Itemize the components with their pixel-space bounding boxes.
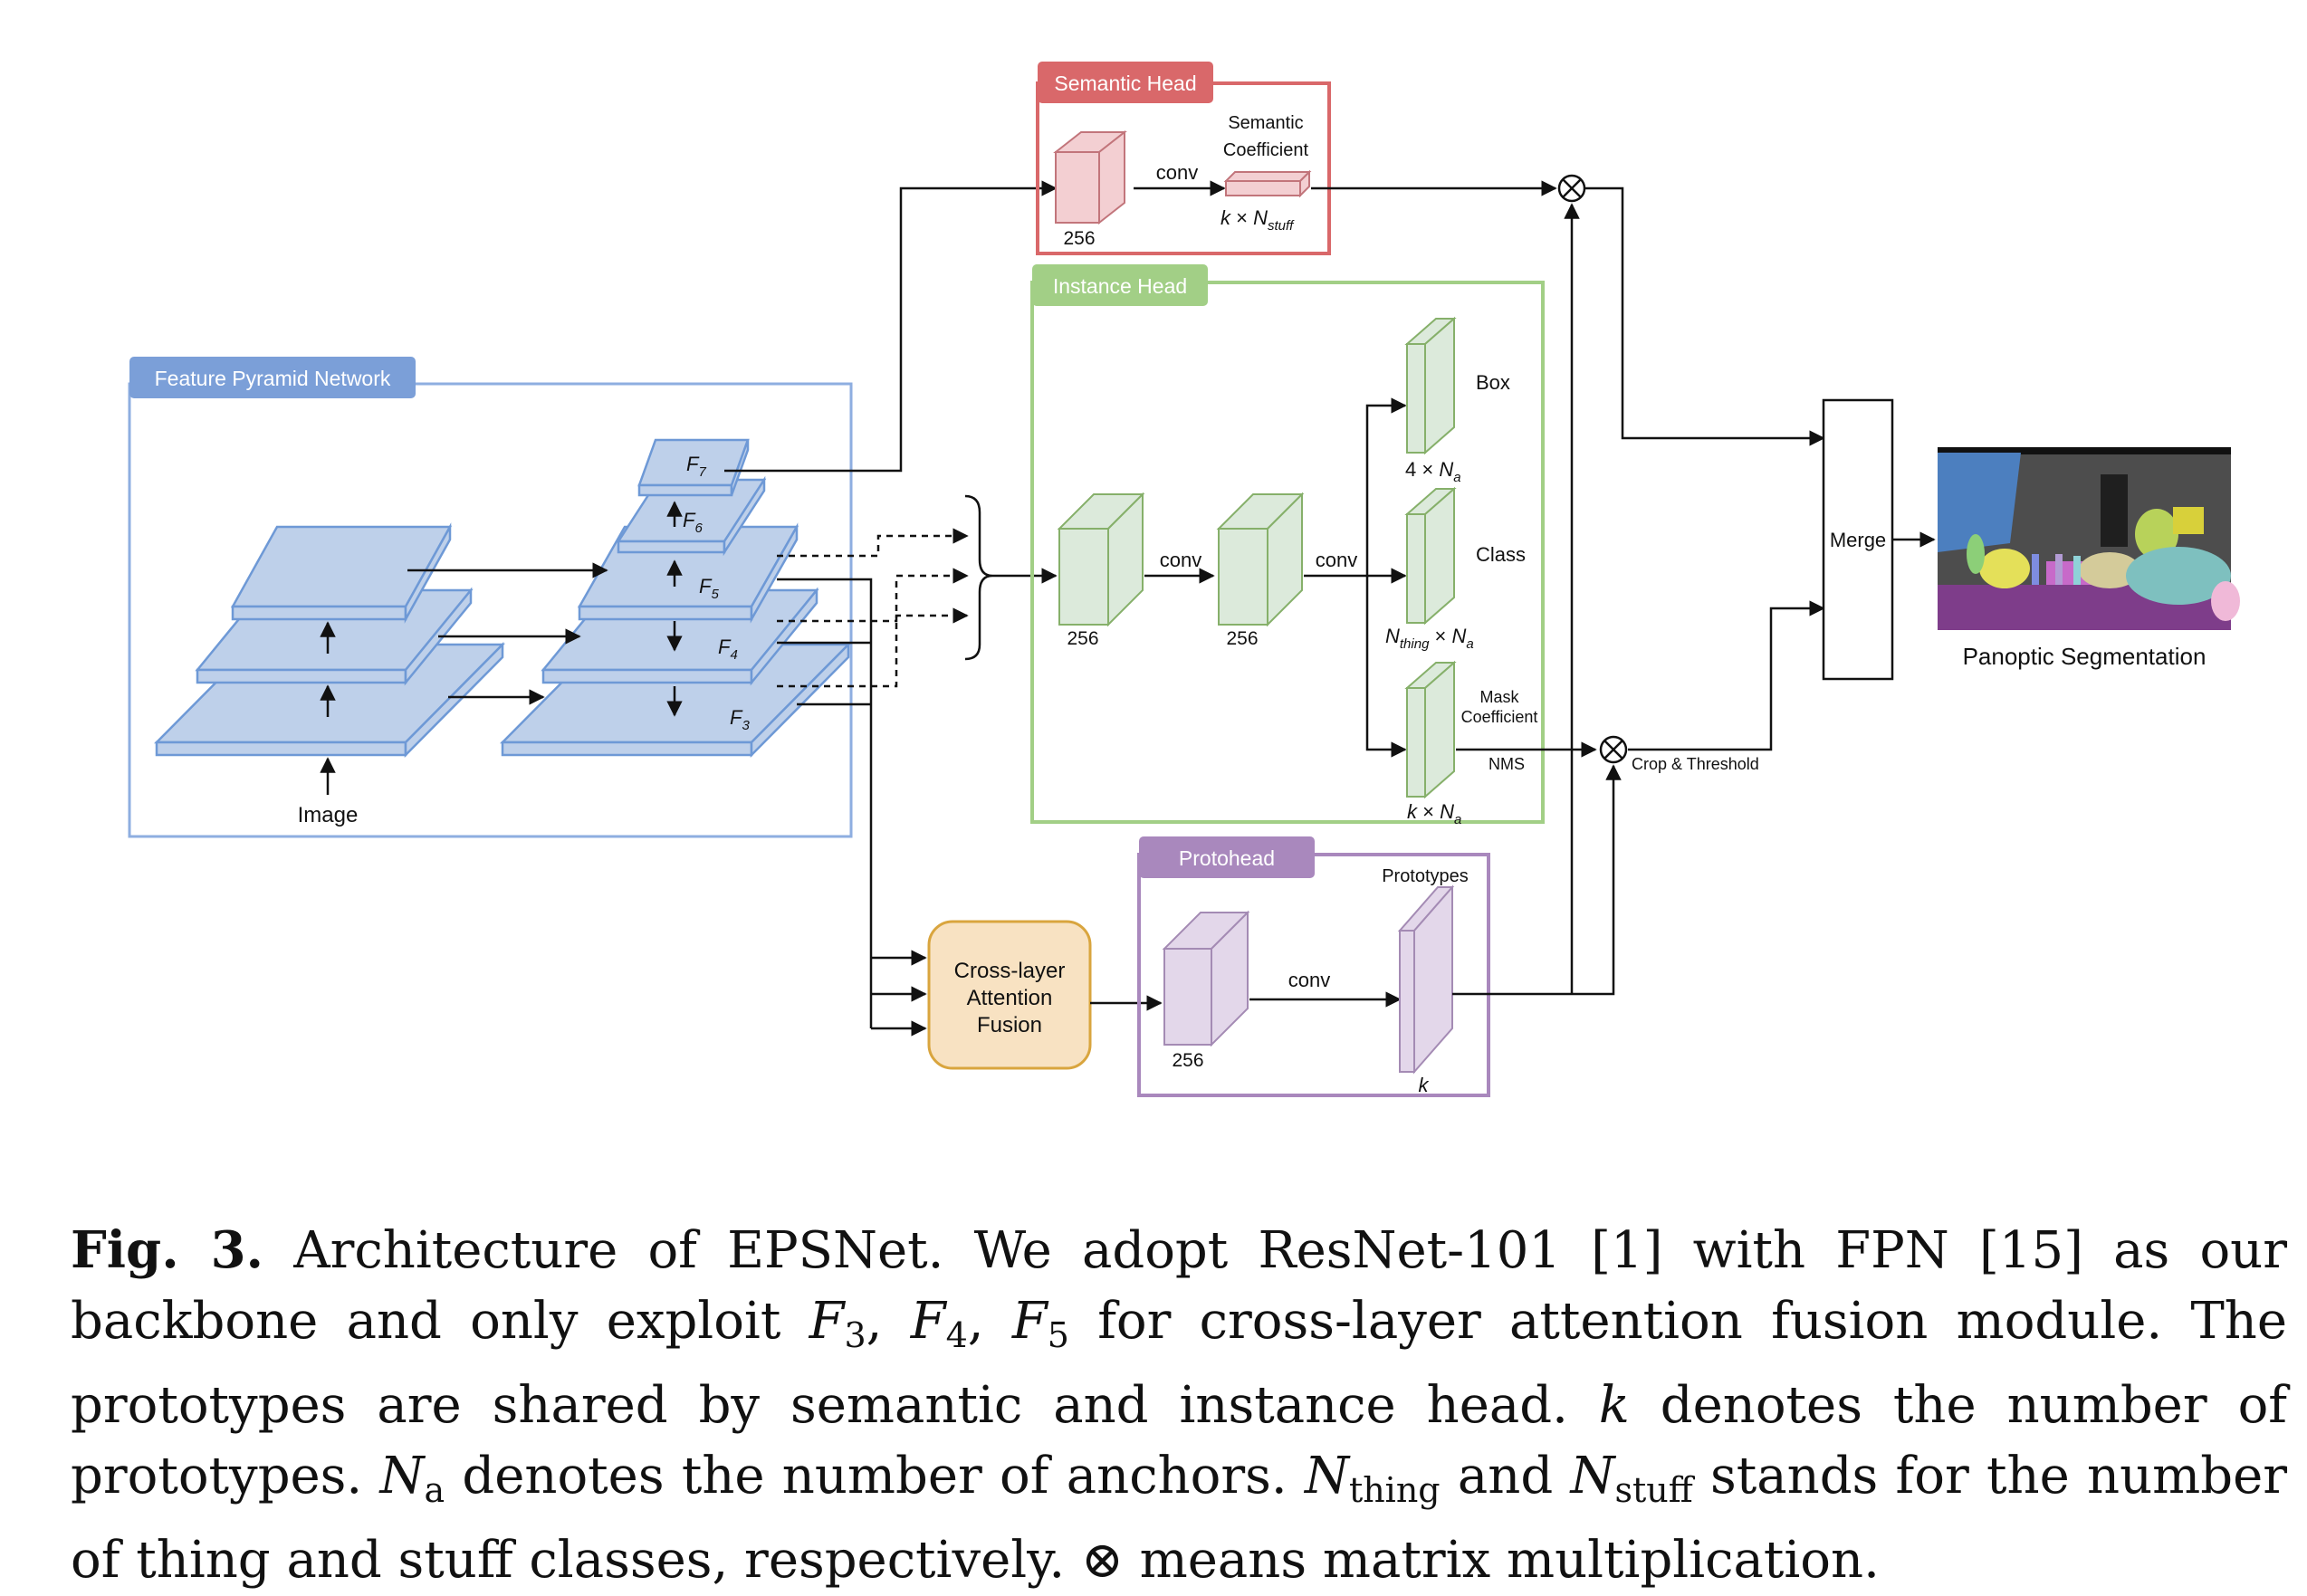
caption-label: Fig. 3. — [71, 1220, 264, 1280]
instance-channels-a: 256 — [1067, 628, 1098, 649]
matmul-op-bottom — [1599, 735, 1628, 764]
instance-head: Instance Head 256 256 conv conv — [1030, 264, 1545, 827]
mask-dim: k × Na — [1407, 800, 1461, 827]
output-label: Panoptic Segmentation — [1963, 643, 2206, 670]
instance-channels-b: 256 — [1226, 628, 1258, 649]
semantic-coef-line1: Semantic — [1228, 113, 1303, 133]
class-label: Class — [1476, 543, 1526, 566]
figure-caption: Fig. 3. Architecture of EPSNet. We adopt… — [71, 1215, 2287, 1596]
semantic-head: Semantic Head 256 conv Semantic Coeffici… — [1036, 62, 1331, 255]
pyramid-stack — [500, 438, 851, 759]
semantic-channels: 256 — [1063, 228, 1095, 249]
level-f7: F7 — [686, 453, 706, 480]
caption-text: Architecture of EPSNet. We adopt ResNet-… — [71, 1221, 2288, 1590]
level-f4: F4 — [718, 636, 738, 663]
instance-conv-b: conv — [1316, 549, 1357, 571]
panoptic-output-image — [1938, 447, 2240, 630]
semantic-coef-line2: Coefficient — [1223, 140, 1309, 160]
box-dim: 4 × Na — [1405, 458, 1461, 485]
proto-channels: 256 — [1172, 1050, 1203, 1071]
matmul-op-top — [1557, 174, 1586, 203]
level-f3: F3 — [730, 706, 750, 733]
backbone-stack — [154, 522, 505, 759]
mask-coef-line1: Mask — [1479, 688, 1519, 706]
proto-dim: k — [1419, 1074, 1430, 1096]
merge-label: Merge — [1830, 529, 1886, 551]
merge-block: Merge — [1822, 398, 1894, 681]
mask-coef-line2: Coefficient — [1461, 708, 1538, 726]
protohead: Protohead 256 conv Prototypes k — [1137, 836, 1490, 1097]
proto-conv: conv — [1288, 969, 1330, 991]
protohead-title: Protohead — [1179, 846, 1275, 870]
fpn-connections — [724, 180, 1058, 1037]
fpn-block: Feature Pyramid Network Image — [128, 357, 853, 838]
image-label: Image — [298, 803, 359, 827]
level-f6: F6 — [683, 509, 703, 536]
instance-head-title: Instance Head — [1053, 274, 1187, 298]
instance-conv-a: conv — [1160, 549, 1201, 571]
prototypes-label: Prototypes — [1382, 866, 1469, 886]
fusion-block: Cross-layer Attention Fusion — [927, 920, 1092, 1070]
box-label: Box — [1476, 371, 1510, 394]
level-f5: F5 — [699, 575, 719, 602]
semantic-head-title: Semantic Head — [1054, 72, 1196, 95]
semantic-coef-dim: k × Nstuff — [1221, 206, 1295, 234]
fusion-line1: Cross-layer — [954, 959, 1066, 983]
semantic-conv: conv — [1156, 161, 1198, 184]
post-connections — [1311, 180, 1936, 996]
fusion-line3: Fusion — [977, 1013, 1042, 1037]
fpn-title: Feature Pyramid Network — [155, 367, 391, 390]
fusion-line2: Attention — [967, 986, 1053, 1010]
class-dim: Nthing × Na — [1385, 625, 1474, 652]
crop-threshold-label: Crop & Threshold — [1632, 755, 1759, 773]
nms-label: NMS — [1489, 755, 1525, 773]
